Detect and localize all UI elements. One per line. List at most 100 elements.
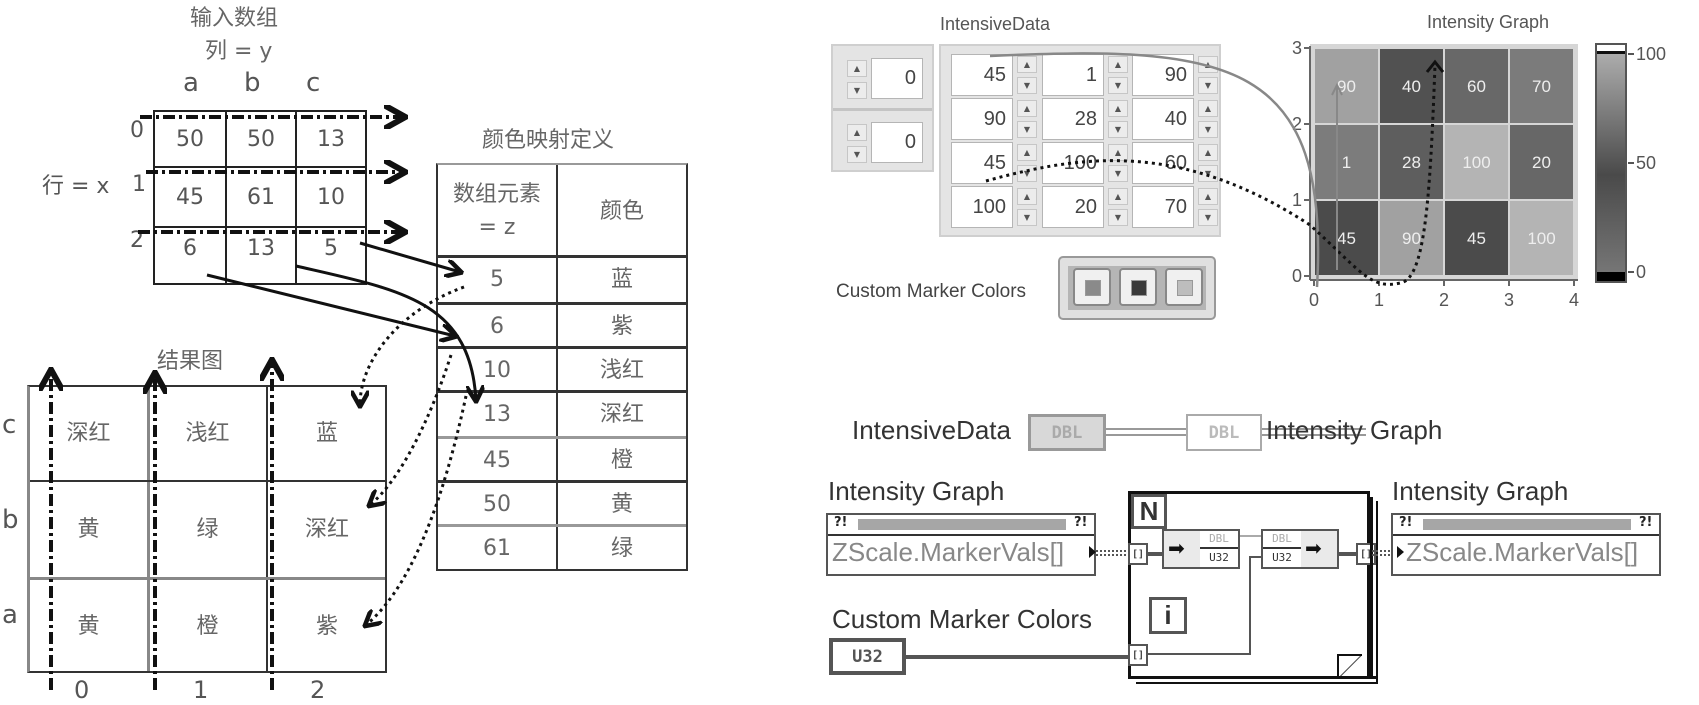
col-header-c: c: [306, 68, 321, 98]
decrement-button[interactable]: ▼: [1108, 165, 1128, 182]
intensive-data-array: 45▲▼1▲▼90▲▼90▲▼28▲▼40▲▼45▲▼100▲▼60▲▼100▲…: [939, 44, 1221, 237]
row-index-2: 2: [130, 228, 144, 253]
loop-iteration-terminal: i: [1149, 597, 1187, 634]
decrement-button[interactable]: ▼: [1017, 77, 1037, 94]
color-map-row-divider: [438, 480, 686, 483]
custom-marker-colors-label: Custom Marker Colors: [836, 281, 1027, 302]
row-index-1: 1: [132, 172, 146, 197]
color-map-row-divider: [438, 302, 686, 305]
intensive-data-element[interactable]: 90: [951, 98, 1013, 140]
property-name[interactable]: ZScale.MarkerVals[]: [1406, 537, 1639, 567]
result-vdivider: [147, 387, 150, 671]
increment-button[interactable]: ▲: [1198, 144, 1218, 161]
column-axis-label: 列 = y: [205, 39, 273, 64]
loop-page-corner-icon: [1337, 654, 1362, 676]
color-map-color: 绿: [610, 535, 633, 561]
intensive-data-element[interactable]: 100: [1042, 142, 1104, 184]
property-name[interactable]: ZScale.MarkerVals[]: [832, 537, 1065, 567]
result-col-1: 1: [193, 676, 209, 704]
mapping-arrows: [0, 0, 700, 690]
heatmap-cell-label: 45: [1337, 229, 1356, 248]
for-loop-shadow: [1370, 497, 1373, 679]
intensive-data-element[interactable]: 28: [1042, 98, 1104, 140]
increment-button[interactable]: ▲: [1108, 188, 1128, 205]
header-z-line2: = z: [478, 215, 516, 240]
increment-button[interactable]: ▲: [1017, 56, 1037, 73]
intensive-data-element[interactable]: 40: [1132, 98, 1194, 140]
intensity-graph-terminal[interactable]: DBL: [1186, 414, 1262, 451]
increment-button[interactable]: ▲: [1198, 100, 1218, 117]
intensive-data-element[interactable]: 90: [1132, 54, 1194, 96]
increment-button[interactable]: ▲: [1198, 188, 1218, 205]
increment-button[interactable]: ▲: [1108, 56, 1128, 73]
marker-color-swatch[interactable]: [1119, 268, 1157, 306]
color-map-divider: [556, 165, 558, 569]
property-node-right-label: Intensity Graph: [1392, 476, 1569, 506]
heatmap-cell-label: 1: [1342, 153, 1351, 172]
intensive-data-element[interactable]: 45: [951, 142, 1013, 184]
array-index-panel: ▲ ▼ 0 ▲ ▼ 0: [831, 44, 934, 172]
intensive-data-element[interactable]: 70: [1132, 186, 1194, 228]
marker-color-swatch[interactable]: [1165, 268, 1203, 306]
property-node-write[interactable]: ?! ?! ZScale.MarkerVals[]: [1391, 513, 1661, 576]
result-cell: 紫: [315, 613, 338, 639]
row-index-0: 0: [130, 118, 144, 143]
column-index-input[interactable]: 0: [871, 122, 923, 163]
x-tick-label: 0: [1309, 290, 1319, 310]
intensive-data-element[interactable]: 60: [1132, 142, 1194, 184]
increment-button[interactable]: ▲: [1017, 100, 1037, 117]
increment-button[interactable]: ▲: [1108, 100, 1128, 117]
bundle-node[interactable]: DBL U32 ➡: [1261, 529, 1339, 569]
intensive-data-element[interactable]: 20: [1042, 186, 1104, 228]
index-1-increment[interactable]: ▲: [847, 124, 867, 141]
y-tick-label: 3: [1292, 38, 1302, 58]
x-tick-label: 2: [1439, 290, 1449, 310]
bundle-dbl-element: DBL: [1263, 531, 1301, 549]
color-map-row-divider: [438, 255, 686, 258]
color-scale[interactable]: [1595, 43, 1627, 283]
decrement-button[interactable]: ▼: [1198, 77, 1218, 94]
heatmap-cell-label: 70: [1532, 77, 1551, 96]
decrement-button[interactable]: ▼: [1017, 165, 1037, 182]
indexing-tunnel-colors[interactable]: []: [1128, 644, 1148, 666]
increment-button[interactable]: ▲: [1198, 56, 1218, 73]
result-cell: 黄: [77, 613, 100, 639]
row-index-input[interactable]: 0: [871, 58, 923, 99]
indexing-tunnel-in[interactable]: []: [1128, 543, 1148, 565]
loop-count-terminal[interactable]: N: [1131, 494, 1167, 529]
decrement-button[interactable]: ▼: [1108, 121, 1128, 138]
index-0-increment[interactable]: ▲: [847, 60, 867, 77]
decrement-button[interactable]: ▼: [1198, 209, 1218, 226]
decrement-button[interactable]: ▼: [1108, 77, 1128, 94]
unbundle-node[interactable]: ➡ DBL U32: [1162, 529, 1240, 569]
index-1-decrement[interactable]: ▼: [847, 146, 867, 163]
decrement-button[interactable]: ▼: [1017, 121, 1037, 138]
custom-marker-colors-terminal[interactable]: U32: [829, 638, 906, 675]
row-mapping-arrowhead: [1425, 59, 1445, 73]
row-mapping-curve: [985, 64, 1437, 286]
decrement-button[interactable]: ▼: [1017, 209, 1037, 226]
error-in-icon: ?!: [834, 515, 848, 530]
intensive-data-element[interactable]: 1: [1042, 54, 1104, 96]
color-map-value: 50: [483, 491, 511, 517]
marker-color-swatch[interactable]: [1073, 268, 1111, 306]
unbundle-arrow-region: ➡: [1164, 531, 1200, 567]
intensive-data-terminal-label: IntensiveData: [852, 415, 1011, 445]
intensive-data-element[interactable]: 45: [951, 54, 1013, 96]
property-node-read[interactable]: ?! ?! ZScale.MarkerVals[]: [826, 513, 1096, 576]
increment-button[interactable]: ▲: [1017, 188, 1037, 205]
increment-button[interactable]: ▲: [1017, 144, 1037, 161]
x-tick-label: 4: [1569, 290, 1579, 310]
decrement-button[interactable]: ▼: [1198, 121, 1218, 138]
color-map-color: 深红: [599, 401, 644, 427]
for-loop[interactable]: N i [] [] [] ➡ DBL U32 DBL U32 ➡: [1128, 491, 1376, 679]
decrement-button[interactable]: ▼: [1108, 209, 1128, 226]
intensive-data-terminal[interactable]: DBL: [1028, 414, 1106, 451]
color-map-color: 蓝: [610, 266, 633, 292]
color-map-value: 6: [490, 313, 504, 339]
intensive-data-element[interactable]: 100: [951, 186, 1013, 228]
bundle-arrow-region: ➡: [1301, 531, 1337, 567]
index-0-decrement[interactable]: ▼: [847, 82, 867, 99]
custom-marker-colors-terminal-label: Custom Marker Colors: [832, 604, 1093, 634]
